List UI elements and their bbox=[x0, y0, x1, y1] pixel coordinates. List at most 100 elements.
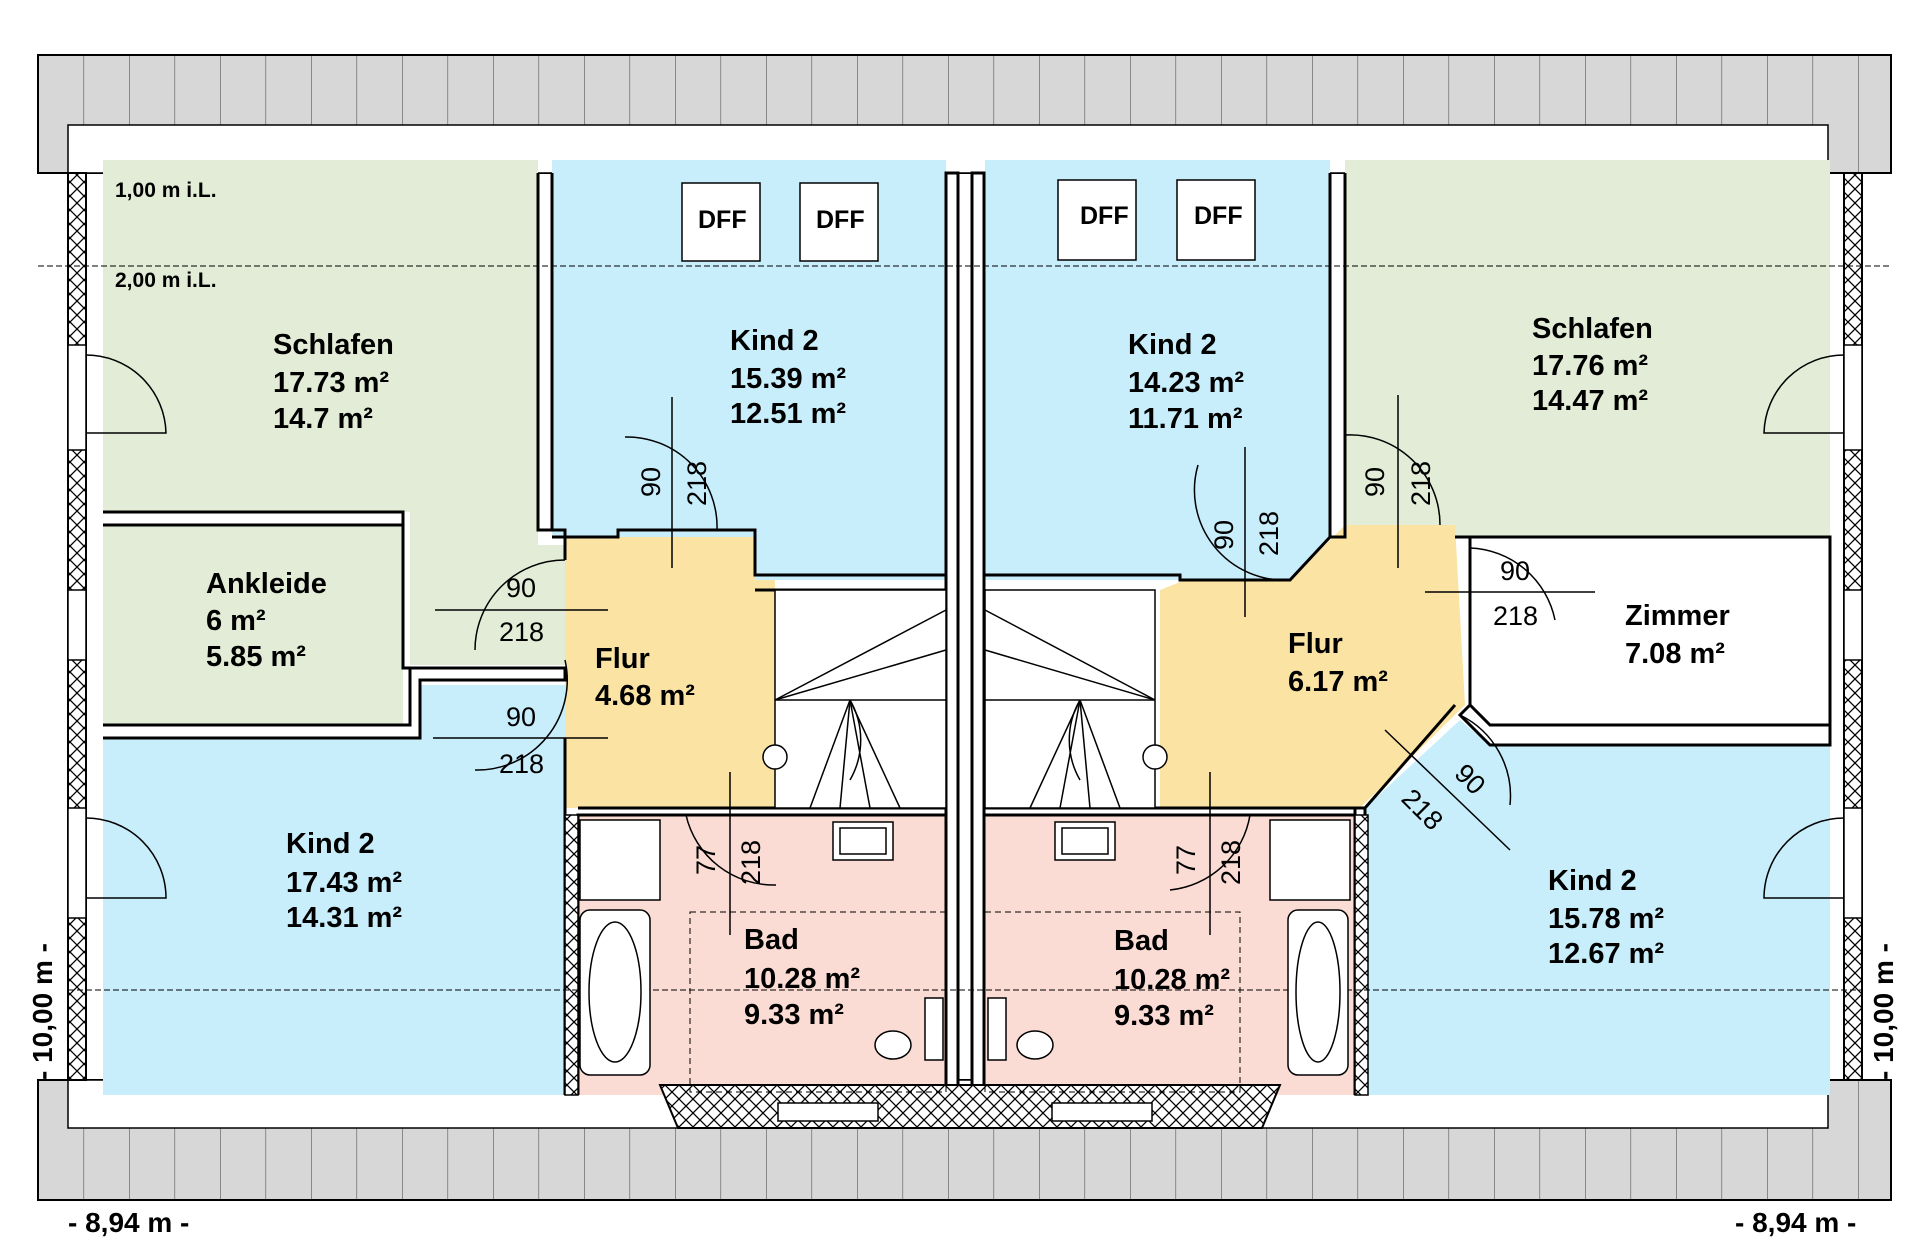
room-area-right-schlafen: 17.76 m² bbox=[1532, 350, 1648, 382]
door-swing bbox=[1169, 814, 1251, 891]
sink-right-basin bbox=[1061, 827, 1109, 855]
skylight-box bbox=[1057, 179, 1137, 261]
toilet-left-tank bbox=[924, 997, 944, 1061]
room-fill-right-zimmer bbox=[1470, 537, 1830, 737]
door-height-label: 218 bbox=[1406, 461, 1436, 506]
room-area-left-kind-bottom: 17.43 m² bbox=[286, 867, 402, 899]
door-width-label: 90 bbox=[1209, 520, 1239, 550]
room-fill-left-ankleide bbox=[103, 525, 403, 725]
shower-right bbox=[1269, 819, 1351, 901]
door-width-label: 90 bbox=[636, 467, 666, 497]
wall-left-kind-bottom-top bbox=[103, 666, 567, 740]
room-area-right-zimmer: 7.08 m² bbox=[1625, 638, 1725, 670]
dormer-window-right bbox=[1051, 1102, 1153, 1122]
room-area-left-flur: 4.68 m² bbox=[595, 680, 695, 712]
door-axis bbox=[1384, 729, 1511, 851]
door-swing bbox=[474, 659, 568, 771]
bath-dashed-area-right bbox=[984, 911, 1241, 1093]
skylight-box bbox=[799, 182, 879, 262]
door-swing bbox=[1459, 714, 1512, 806]
wall-right-kind-flur bbox=[985, 535, 1332, 582]
door-width-label: 77 bbox=[691, 845, 721, 875]
dimension-depth-left: - 10,00 m - bbox=[27, 943, 58, 1080]
room-area-left-kind-top: 12.51 m² bbox=[730, 398, 846, 430]
skylight-label: DFF bbox=[698, 206, 747, 234]
door-width-label: 90 bbox=[1500, 556, 1530, 586]
wall-right-bad-top bbox=[985, 806, 1357, 817]
staircase-left bbox=[774, 589, 947, 809]
door-swing bbox=[1344, 434, 1441, 526]
room-fill-right-schlafen bbox=[1345, 160, 1830, 537]
stair-step bbox=[809, 699, 851, 809]
window-swing bbox=[85, 354, 167, 434]
level-label: 1,00 m i.L. bbox=[115, 179, 217, 202]
party-wall bbox=[944, 171, 960, 1097]
door-swing bbox=[474, 559, 566, 651]
room-name-left-ankleide: Ankleide bbox=[206, 568, 327, 600]
door-swing bbox=[1193, 464, 1289, 581]
skylight-label: DFF bbox=[1194, 202, 1243, 230]
skylight-label: DFF bbox=[1080, 202, 1129, 230]
room-area-right-schlafen: 14.47 m² bbox=[1532, 385, 1648, 417]
door-width-label: 90 bbox=[506, 702, 536, 732]
room-area-left-schlafen: 17.73 m² bbox=[273, 367, 389, 399]
stair-step bbox=[849, 699, 901, 809]
room-fill-right-bad bbox=[985, 815, 1355, 1095]
door-height-label: 218 bbox=[499, 749, 544, 779]
room-fill-left-schlafen bbox=[103, 160, 565, 665]
stair-step bbox=[774, 649, 947, 701]
room-name-left-bad: Bad bbox=[744, 924, 799, 956]
room-area-right-kind-top: 11.71 m² bbox=[1128, 403, 1243, 435]
dimension-depth-right: - 10,00 m - bbox=[1868, 943, 1899, 1080]
dormer-window-left bbox=[777, 1102, 879, 1122]
shower-left bbox=[579, 819, 661, 901]
wall-left-flur-left bbox=[552, 528, 567, 560]
room-area-left-ankleide: 5.85 m² bbox=[206, 641, 306, 673]
stair-step bbox=[774, 609, 947, 701]
bathtub-right-basin bbox=[1295, 921, 1341, 1063]
stair-step bbox=[1079, 699, 1091, 809]
bath-dashed-area-left bbox=[689, 911, 947, 1093]
room-fill-left-flur bbox=[565, 537, 775, 808]
door-height-label: 218 bbox=[682, 461, 712, 506]
room-name-right-kind-bottom: Kind 2 bbox=[1548, 865, 1637, 897]
stair-step bbox=[984, 609, 1156, 701]
stair-step bbox=[1079, 699, 1121, 809]
room-name-left-kind-bottom: Kind 2 bbox=[286, 828, 375, 860]
room-area-left-kind-top: 15.39 m² bbox=[730, 363, 846, 395]
room-area-left-bad: 10.28 m² bbox=[744, 963, 860, 995]
room-fill-left-kind-bottom bbox=[103, 685, 565, 1095]
stair-post bbox=[1142, 744, 1168, 770]
window-right-kind bbox=[1843, 807, 1863, 919]
window-left-kind bbox=[67, 807, 87, 919]
stair-step bbox=[839, 699, 851, 809]
window-swing bbox=[85, 817, 167, 899]
stair-step bbox=[849, 699, 871, 809]
wall-hatch-right-unit-bad bbox=[1354, 814, 1369, 1096]
door-width-label: 90 bbox=[1360, 467, 1390, 497]
door-swing bbox=[685, 814, 777, 886]
room-fill-left-bad bbox=[578, 815, 946, 1095]
stair-post bbox=[762, 744, 788, 770]
dimension-width-right: - 8,94 m - bbox=[1735, 1207, 1856, 1238]
window-swing bbox=[1763, 354, 1845, 434]
window-swing bbox=[1763, 817, 1845, 899]
skylight-label: DFF bbox=[816, 206, 865, 234]
toilet-right-tank bbox=[987, 997, 1007, 1061]
dormer-wall bbox=[658, 1084, 1282, 1129]
wall-left-ankleide-top bbox=[103, 510, 405, 527]
wall-hatch-left-unit-bad bbox=[564, 814, 579, 1096]
room-area-right-bad: 10.28 m² bbox=[1114, 964, 1230, 996]
room-name-right-zimmer: Zimmer bbox=[1625, 600, 1730, 632]
room-fill-right-kind-top bbox=[985, 160, 1330, 580]
toilet-right-bowl bbox=[1016, 1030, 1054, 1060]
staircase-right bbox=[984, 589, 1156, 809]
dimension-width-left: - 8,94 m - bbox=[68, 1207, 189, 1238]
stair-step bbox=[984, 649, 1156, 701]
wall-right-zimmer-left bbox=[1455, 535, 1472, 705]
skylight-box bbox=[681, 182, 761, 262]
level-label: 2,00 m i.L. bbox=[115, 269, 217, 292]
room-area-right-kind-bottom: 12.67 m² bbox=[1548, 938, 1664, 970]
room-fill-right-kind-bottom bbox=[1365, 720, 1830, 1095]
toilet-left-bowl bbox=[874, 1030, 912, 1060]
